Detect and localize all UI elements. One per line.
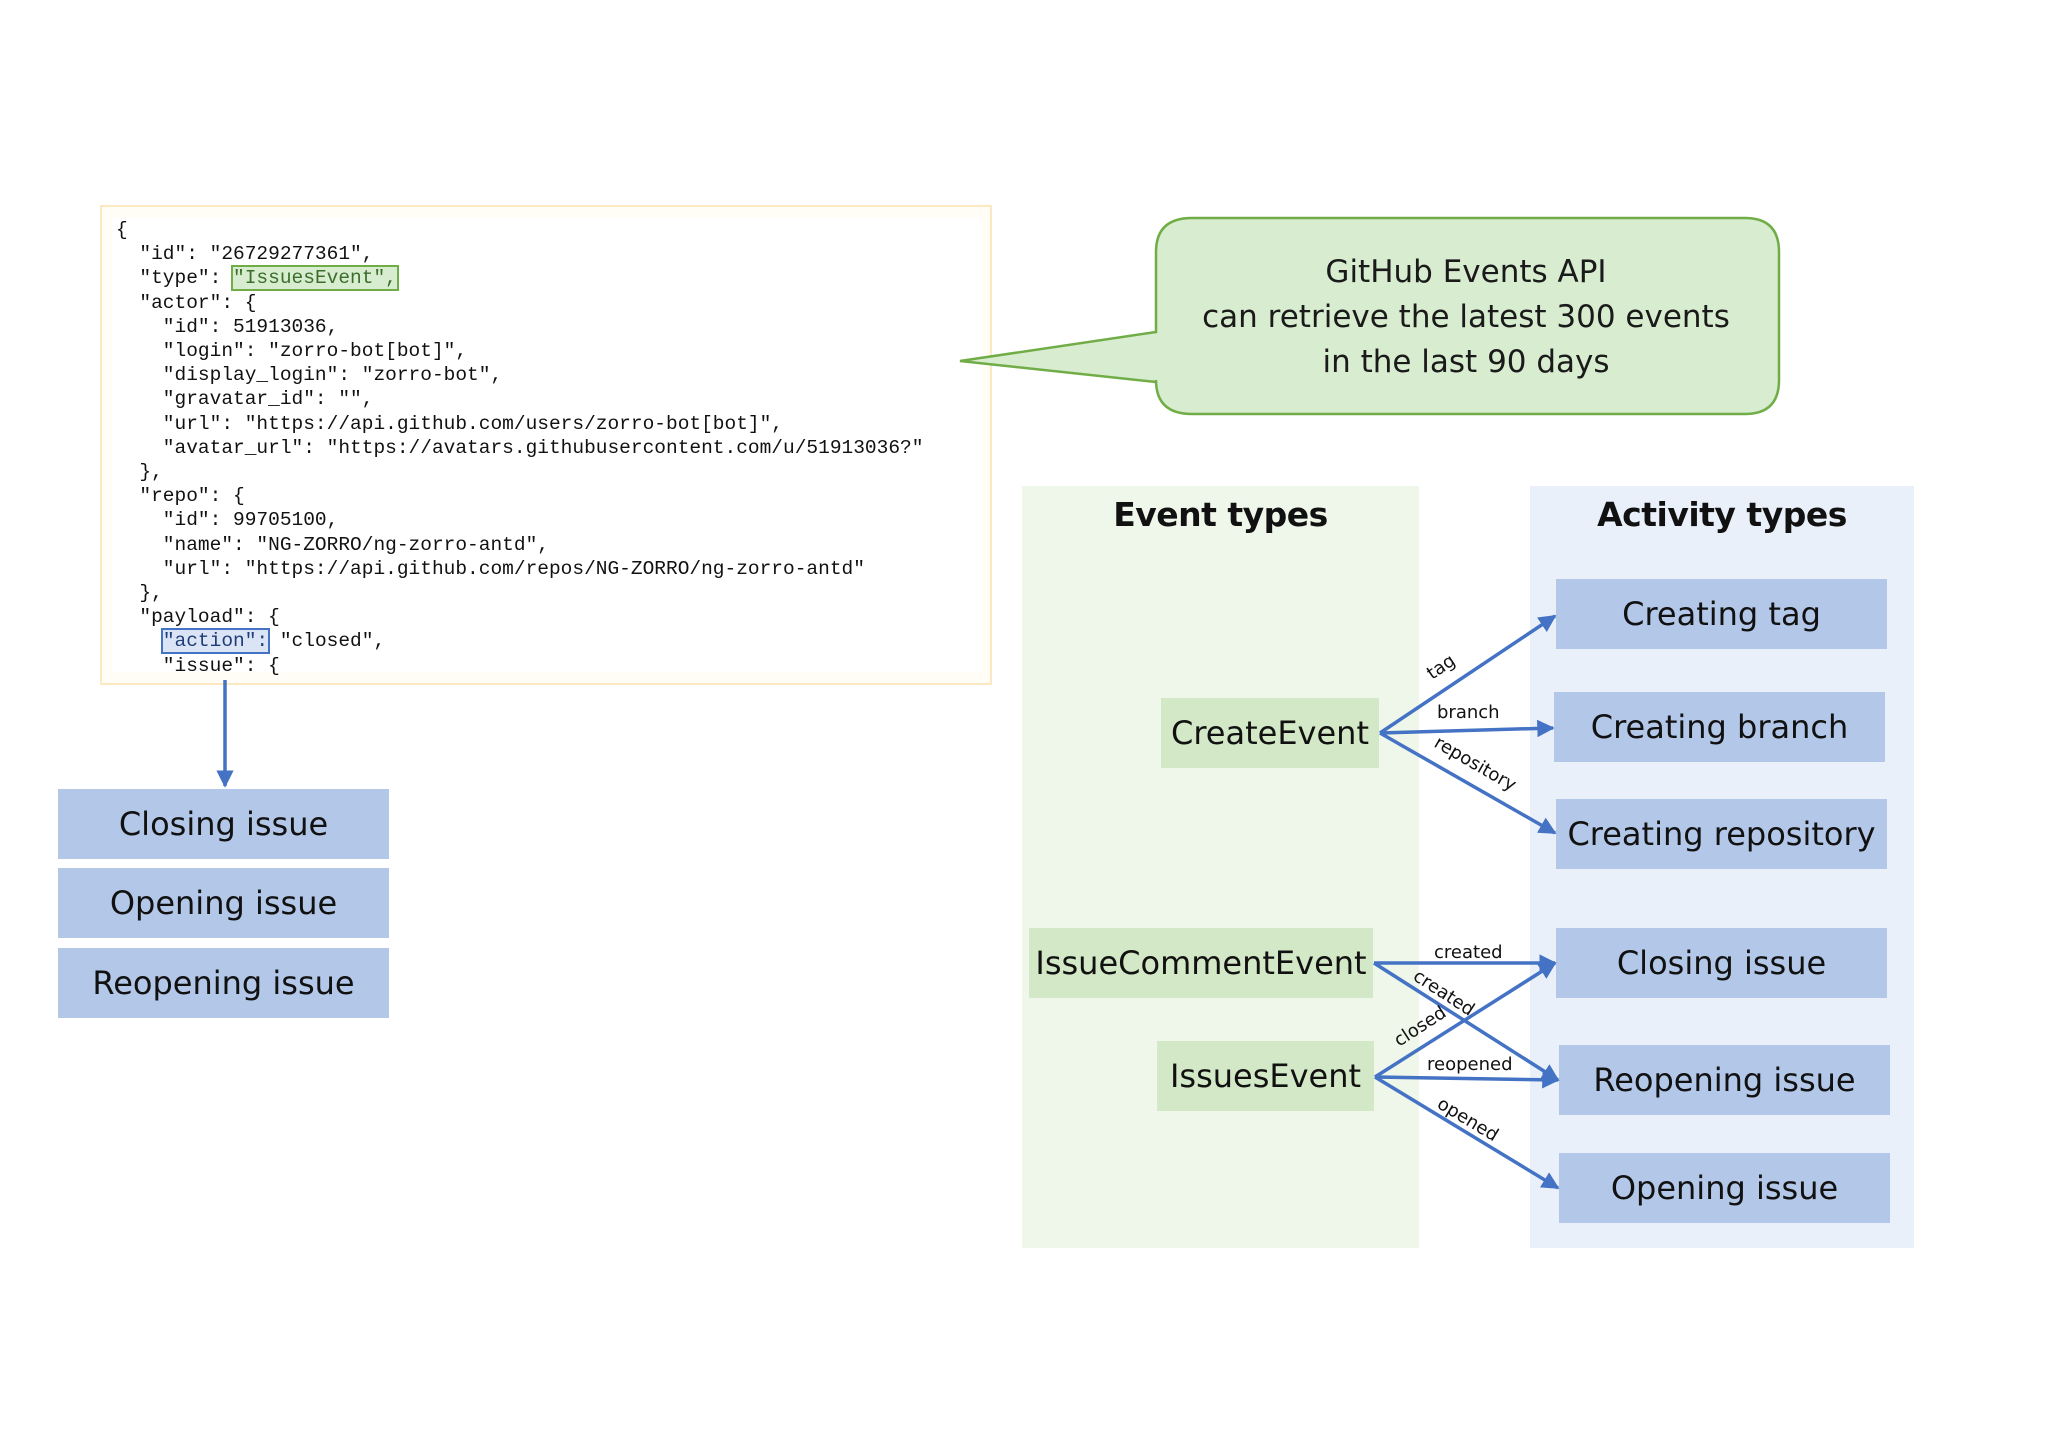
activity-closing-issue: Closing issue — [1556, 928, 1887, 998]
event-types-title: Event types — [1113, 495, 1328, 534]
code-line: "payload": { — [116, 606, 280, 629]
activity-creating-branch: Creating branch — [1554, 692, 1885, 762]
json-code-block: { "id": "26729277361", "type": "IssuesEv… — [116, 218, 923, 678]
code-line: { — [116, 219, 128, 241]
code-line: }, — [116, 461, 163, 484]
code-line: "repo": { — [116, 485, 245, 508]
arrow-comment-reopening — [1373, 961, 1560, 1082]
edge-label-reopened: reopened — [1427, 1054, 1513, 1075]
activity-reopening-issue: Reopening issue — [1559, 1045, 1890, 1115]
event-issue-comment: IssueCommentEvent — [1029, 928, 1373, 998]
code-line: "actor": { — [116, 291, 257, 314]
activity-creating-repository: Creating repository — [1556, 799, 1887, 869]
event-create: CreateEvent — [1161, 698, 1379, 768]
arrow-tag — [1379, 614, 1557, 735]
json-code-background — [112, 218, 982, 672]
arrow-issues-closing — [1374, 961, 1557, 1079]
edge-label-closed: closed — [1390, 1002, 1450, 1051]
code-line: "closed", — [268, 630, 386, 653]
code-line: "gravatar_id": "", — [116, 388, 374, 411]
code-line: "issue": { — [116, 654, 280, 677]
activity-types-title: Activity types — [1597, 495, 1847, 534]
code-line: "url": "https://api.github.com/users/zor… — [116, 412, 784, 435]
left-action-opening-issue: Opening issue — [58, 868, 389, 938]
code-line: "url": "https://api.github.com/repos/NG-… — [116, 557, 865, 580]
code-line: "name": "NG-ZORRO/ng-zorro-antd", — [116, 533, 549, 556]
activity-creating-tag: Creating tag — [1556, 579, 1887, 649]
arrow-issues-reopening — [1374, 1070, 1560, 1089]
activity-opening-issue: Opening issue — [1559, 1153, 1890, 1223]
arrow-branch — [1379, 719, 1555, 738]
code-line: "id": 99705100, — [116, 509, 339, 532]
callout-line: in the last 90 days — [1322, 344, 1610, 380]
arrow-repository — [1379, 731, 1557, 835]
left-action-closing-issue: Closing issue — [58, 789, 389, 859]
code-line: "display_login": "zorro-bot", — [116, 364, 503, 387]
left-action-reopening-issue: Reopening issue — [58, 948, 389, 1018]
callout-text: GitHub Events API can retrieve the lates… — [1156, 250, 1776, 385]
callout-line: can retrieve the latest 300 events — [1202, 299, 1730, 335]
action-highlight: "action": — [160, 628, 271, 655]
code-line: "id": "26729277361", — [116, 243, 374, 266]
event-issues: IssuesEvent — [1157, 1041, 1374, 1111]
code-line: "type": — [116, 267, 234, 290]
edge-label-created-closing: created — [1434, 942, 1503, 963]
callout-line: GitHub Events API — [1325, 254, 1607, 290]
event-types-column — [1022, 486, 1419, 1248]
code-line: }, — [116, 582, 163, 605]
edge-label-tag: tag — [1423, 650, 1459, 684]
code-line: "login": "zorro-bot[bot]", — [116, 340, 468, 363]
code-line: "id": 51913036, — [116, 315, 339, 338]
code-line: "avatar_url": "https://avatars.githubuse… — [116, 436, 924, 459]
type-highlight: "IssuesEvent", — [231, 265, 399, 292]
arrow-issues-opening — [1374, 1075, 1560, 1190]
edge-label-branch: branch — [1437, 702, 1500, 723]
